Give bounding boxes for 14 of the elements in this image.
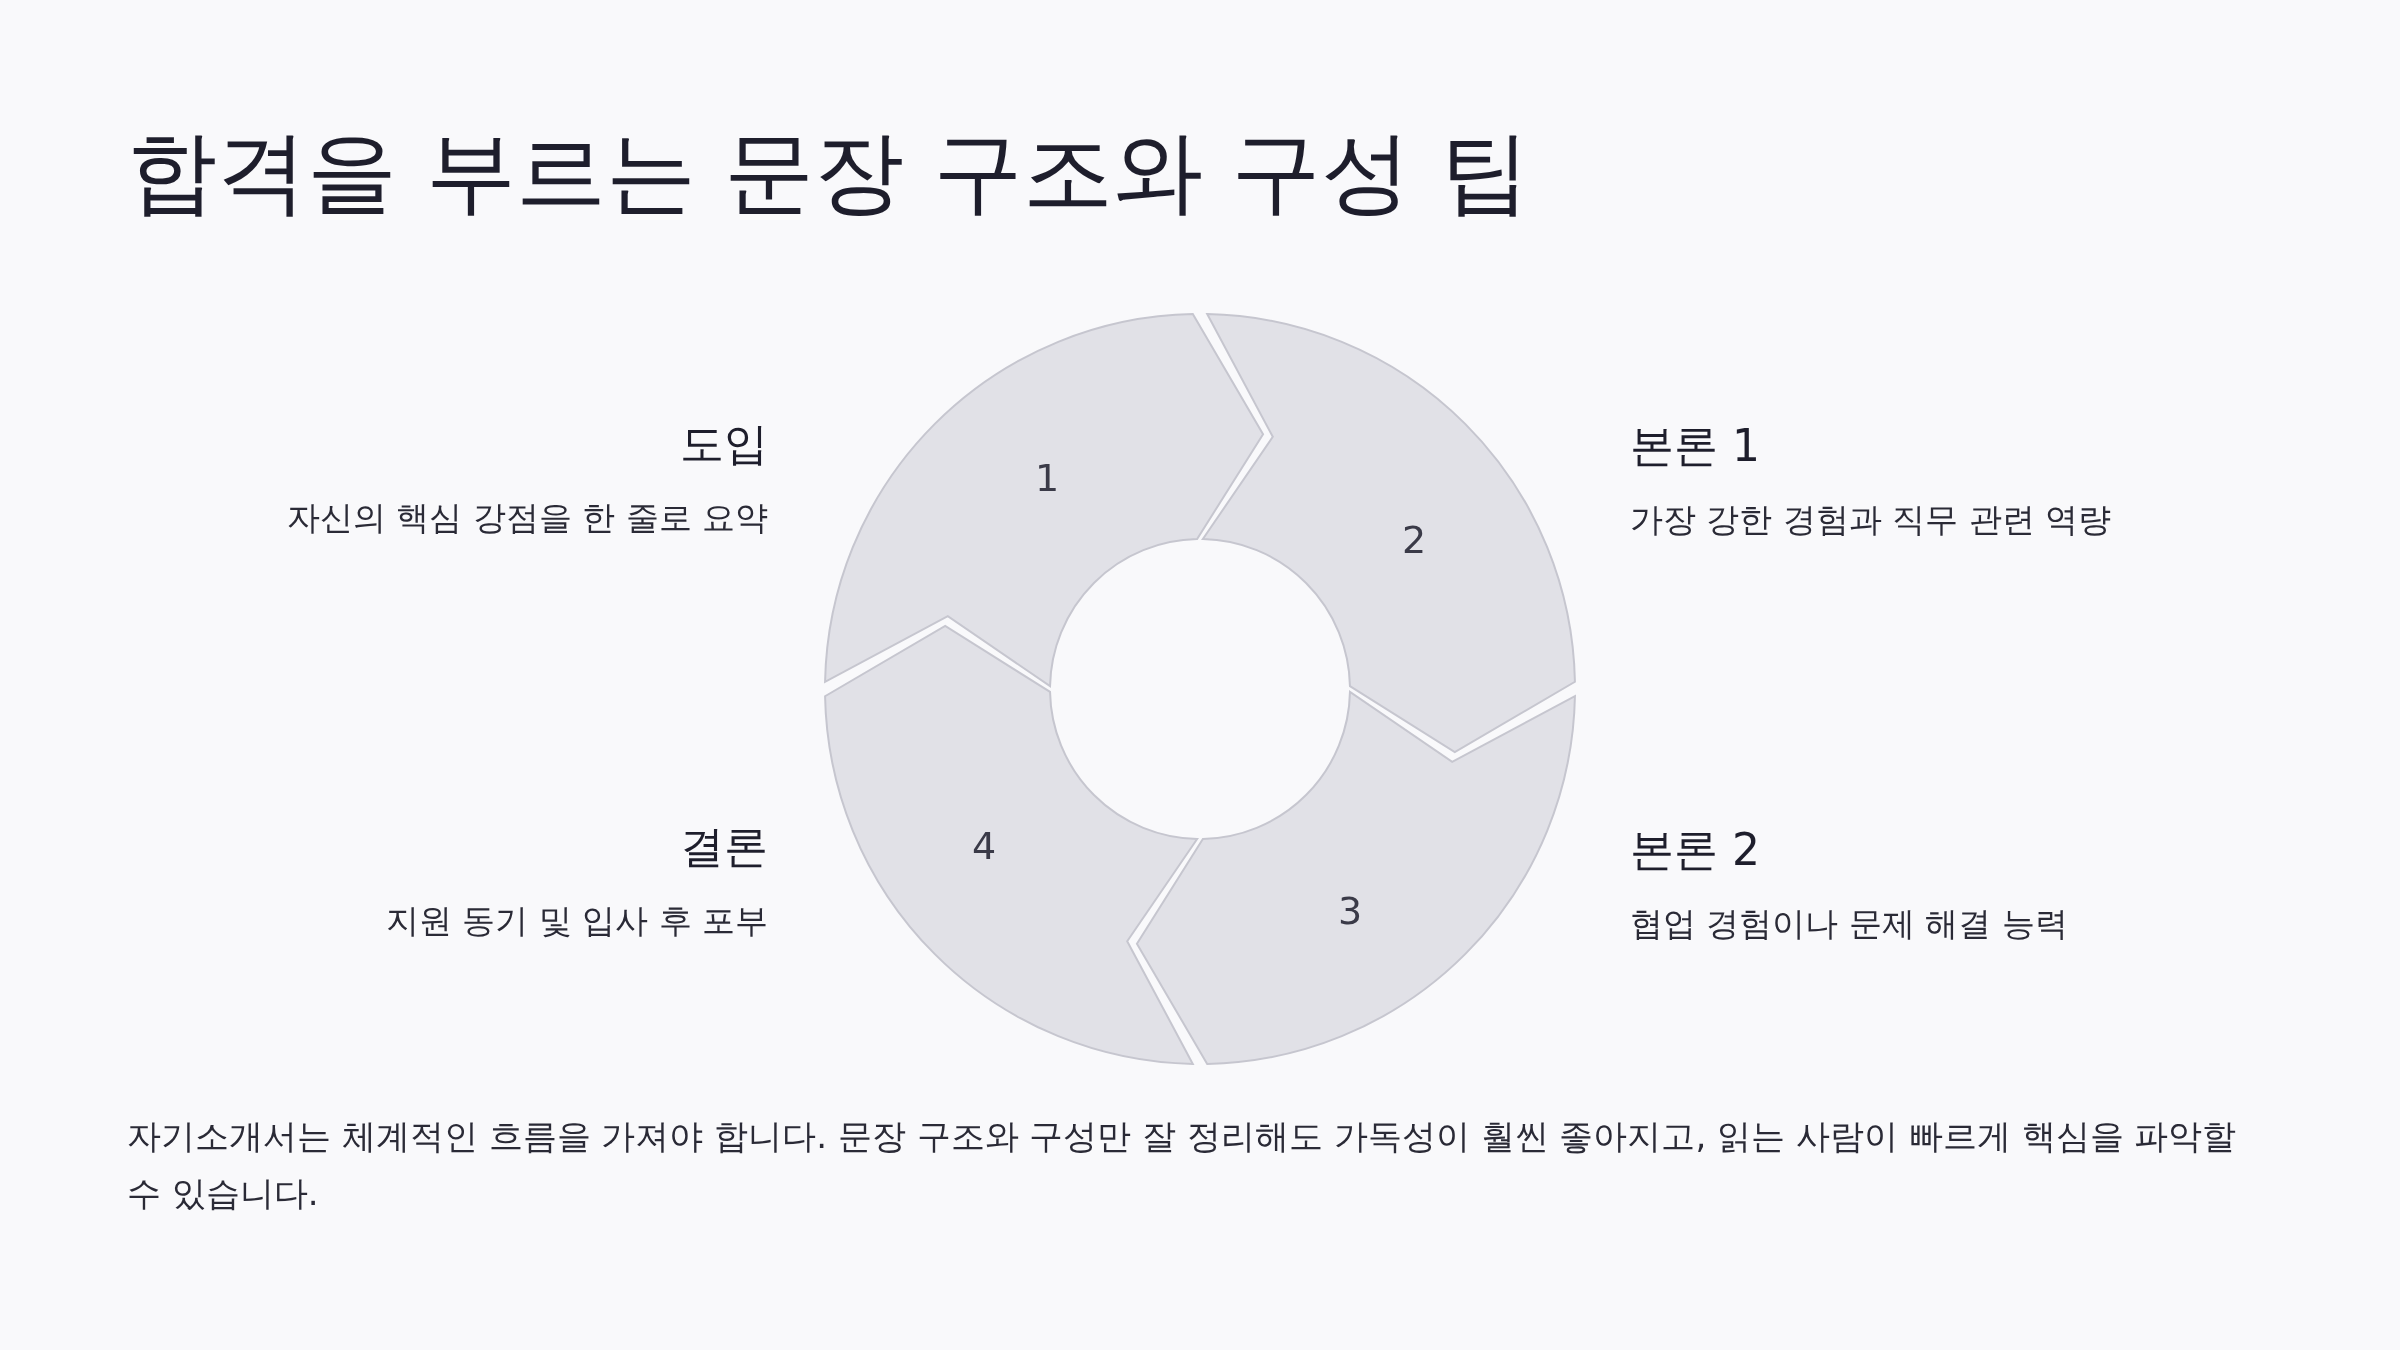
section-description: 지원 동기 및 입사 후 포부	[385, 901, 768, 941]
section-description: 협업 경험이나 문제 해결 능력	[1630, 904, 2068, 944]
section-heading: 결론	[680, 821, 768, 874]
title: 합격을 부르는 문장 구조와 구성 팁	[127, 118, 1531, 226]
step-number: 1	[1034, 456, 1060, 500]
section-description: 가장 강한 경험과 직무 관련 역량	[1630, 500, 2112, 540]
section-description: 자신의 핵심 강점을 한 줄로 요약	[286, 498, 768, 538]
section-heading: 도입	[680, 418, 768, 471]
step-number: 3	[1337, 889, 1363, 933]
step-number: 4	[971, 824, 997, 868]
section-heading: 본론 1	[1630, 420, 1760, 473]
caption: 자기소개서는 체계적인 흐름을 가져야 합니다. 문장 구조와 구성만 잘 정리해도 가독성이 훨씬 좋아지고, 읽는 사람이 빠르게 핵심을 파악할 수 있습니다.	[127, 1115, 2238, 1215]
section-heading: 본론 2	[1630, 824, 1760, 877]
step-number: 2	[1401, 518, 1427, 562]
